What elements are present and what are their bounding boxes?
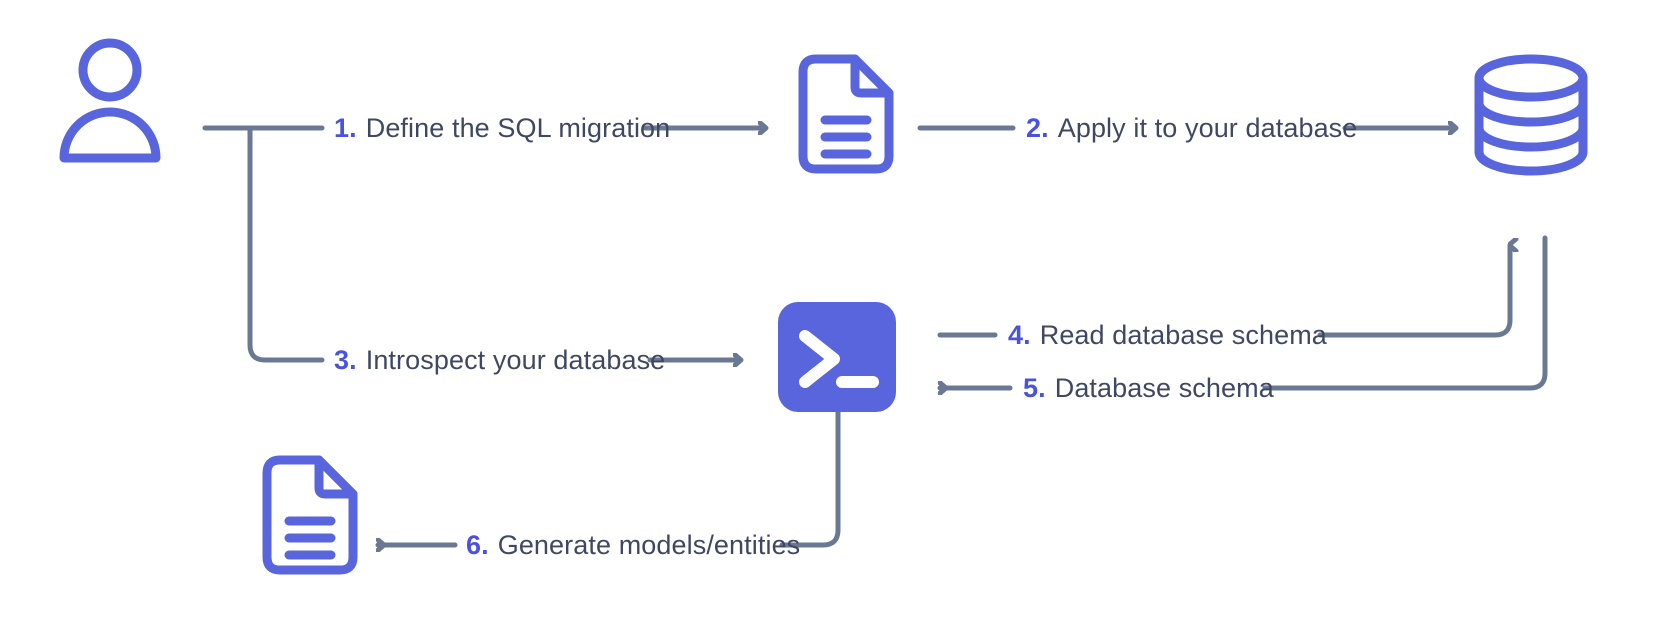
document-fold-shape <box>314 455 358 499</box>
step-label-6: 6. Generate models/entities <box>466 532 800 559</box>
step-text-2: Apply it to your database <box>1057 113 1358 143</box>
database-cylinder-icon <box>1472 52 1590 178</box>
step-text-3: Introspect your database <box>365 345 666 375</box>
document-fold-shape <box>850 54 894 98</box>
step-label-1: 1. Define the SQL migration <box>334 115 670 142</box>
step-label-3: 3. Introspect your database <box>334 347 665 374</box>
step-number-5: 5. <box>1023 373 1046 403</box>
database-divider-1 <box>1474 98 1588 127</box>
step-number-6: 6. <box>466 530 489 560</box>
database-top-ellipse <box>1474 54 1588 102</box>
document-outline-shape <box>262 455 358 575</box>
terminal-icon <box>778 302 896 412</box>
document-icon-models <box>262 455 358 575</box>
terminal-chevron-glyph <box>799 330 840 388</box>
step-number-2: 2. <box>1026 113 1049 143</box>
step-text-6: Generate models/entities <box>497 530 801 560</box>
user-icon <box>54 36 166 166</box>
connector-step-4-right <box>1317 245 1510 338</box>
step-label-5: 5. Database schema <box>1023 375 1274 402</box>
step-number-3: 3. <box>334 345 357 375</box>
step-label-2: 2. Apply it to your database <box>1026 115 1357 142</box>
user-head-shape <box>78 38 142 102</box>
step-text-4: Read database schema <box>1039 320 1327 350</box>
step-text-1: Define the SQL migration <box>365 113 671 143</box>
connector-step-5-right <box>1262 235 1548 391</box>
database-body-shape <box>1474 73 1588 176</box>
step-text-5: Database schema <box>1054 373 1274 403</box>
step-number-4: 4. <box>1008 320 1031 350</box>
connector-user-branch <box>247 125 325 363</box>
connector-step-6-right <box>779 409 841 548</box>
step-number-1: 1. <box>334 113 357 143</box>
document-outline-shape <box>798 54 894 174</box>
user-body-shape <box>59 107 161 163</box>
document-icon-migration <box>798 54 894 174</box>
step-label-4: 4. Read database schema <box>1008 322 1327 349</box>
database-divider-2 <box>1474 123 1588 152</box>
